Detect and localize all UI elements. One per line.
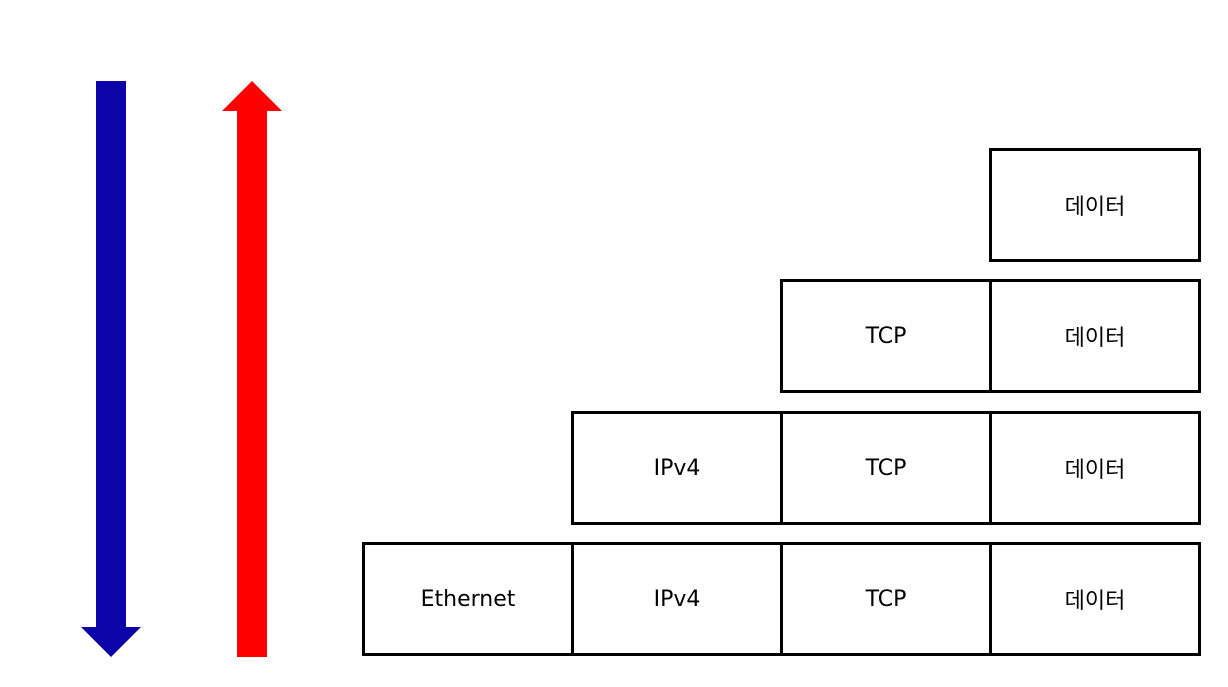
data-cell: 데이터: [1064, 195, 1126, 220]
layer-row-transport: TCP 데이터: [780, 279, 1201, 393]
layer-row-application: 데이터: [989, 148, 1201, 262]
ethernet-header-cell: Ethernet: [420, 586, 516, 612]
layer-row-link: Ethernet IPv4 TCP 데이터: [362, 542, 1201, 656]
data-cell: 데이터: [989, 282, 1198, 390]
ipv4-header-cell: IPv4: [653, 455, 701, 481]
data-cell: 데이터: [989, 414, 1198, 522]
tcp-header-cell: TCP: [780, 414, 989, 522]
tcp-header-cell: TCP: [780, 545, 989, 653]
tcp-header-cell: TCP: [865, 323, 907, 349]
up-arrow-icon: [222, 81, 282, 657]
ipv4-header-cell: IPv4: [571, 545, 780, 653]
down-arrow-icon: [81, 81, 141, 657]
data-cell: 데이터: [989, 545, 1198, 653]
layer-row-network: IPv4 TCP 데이터: [571, 411, 1201, 525]
